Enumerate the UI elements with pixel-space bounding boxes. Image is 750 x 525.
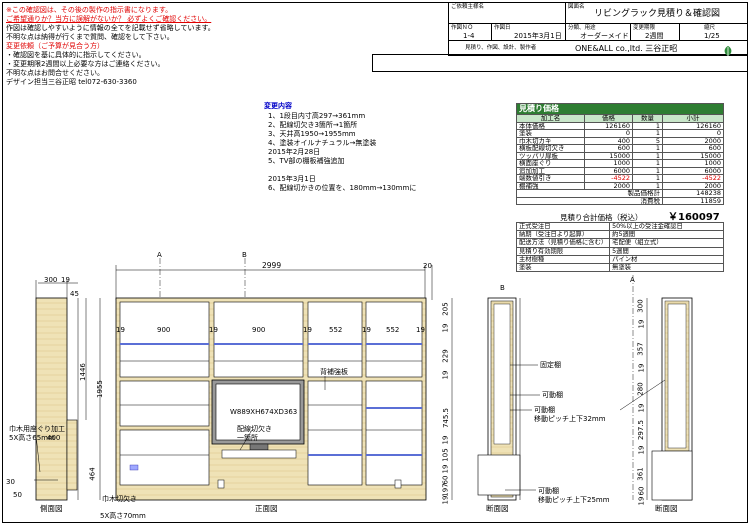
dim-w-1: 900 [157, 326, 171, 334]
axis-b-label-right: B [500, 284, 505, 292]
side-view-title: 側面図 [40, 504, 63, 513]
dim-w-6: 19 [362, 326, 371, 334]
dim-50: 50 [13, 491, 22, 499]
dim-w-5: 552 [329, 326, 343, 334]
axis-a-label-right: A [630, 276, 635, 284]
dim-1955: 1955 [95, 380, 104, 398]
dim-19-top: 19 [61, 276, 70, 284]
note-change-3: 不明な点はお問合せください。 [6, 69, 104, 77]
movable-pitch-label-1b: 移動ピッチ上下32mm [534, 415, 606, 423]
kick-cut-label-1: 巾木切欠き [102, 495, 137, 503]
total-row: 見積り合計価格（税込） ￥160097 [560, 212, 720, 223]
dim-w-7: 552 [386, 326, 400, 334]
kick-dim-400: 400 [47, 434, 61, 442]
dim-300: 300 [44, 276, 58, 284]
maker-name: ONE&ALL co.,ltd. 三谷正昭 [575, 44, 678, 53]
back-brace-label: 背補強板 [320, 368, 348, 376]
note-change-1: ・確認図を基に具体的に指示してください。 [6, 51, 146, 59]
front-view-title: 正面図 [255, 504, 278, 513]
dim-total-width: 2999 [262, 261, 282, 270]
dim-w-8: 19 [416, 326, 425, 334]
axis-a-label: A [157, 251, 162, 259]
note-change-title: 変更依頼（ご予算が見合う方） [6, 42, 104, 50]
dim-w-4: 19 [303, 326, 312, 334]
company-logo-icon [721, 42, 735, 56]
movable-shelf-label: 可動棚 [542, 391, 563, 399]
note-change-2: ・変更期限2週間以上必要な方はご連絡ください。 [6, 60, 165, 68]
dim-45: 45 [70, 290, 79, 298]
kick-cut-label-2: 5X高さ70mm [100, 512, 146, 520]
axis-b-label: B [242, 251, 247, 259]
tv-size-label: W889XH674XD363 [230, 408, 298, 416]
dim-30: 30 [6, 478, 15, 486]
note-red-1: ※この確認図は、その後の製作の指示書になります。 [6, 6, 173, 14]
changes-box: 変更内容 1、1段目内寸高297→361mm 2、配線切欠き3箇所→1箇所 3、… [264, 102, 417, 192]
dim-w-0: 19 [116, 326, 125, 334]
blank-cell [372, 54, 748, 72]
kick-label-2: 5X高さ65mm [9, 434, 55, 442]
movable-pitch-label-2a: 可動棚 [538, 487, 559, 495]
maker-cell: 見積り、作図、設計、製作者 ONE&ALL co.,ltd. 三谷正昭 [448, 40, 748, 56]
dim-1446: 1446 [78, 363, 87, 381]
note-red-2: ご希望通りか？当方に誤解がないか？ 必ずよくご確認ください。 [6, 15, 212, 23]
note-change-4: デザイン担当三谷正昭 tel072-630-3360 [6, 78, 137, 86]
note-line-2: 不明な点は納得が行くまで質問、確認をして下さい。 [6, 33, 174, 41]
dim-464: 464 [88, 467, 97, 481]
wire-cutout-count: 一箇所 [237, 434, 258, 442]
note-line-1: 作図は確認しやすいように情報の全てを記載せず省略しています。 [6, 24, 215, 32]
dim-20: 20 [423, 262, 432, 270]
fixed-shelf-label: 固定棚 [540, 361, 561, 369]
total-price: ￥160097 [668, 212, 720, 223]
changes-title: 変更内容 [264, 102, 292, 110]
wire-cutout-label: 配線切欠き [237, 425, 272, 433]
drawing-name: リビングラック見積り＆確認図 [594, 9, 721, 19]
dim-w-2: 19 [209, 326, 218, 334]
side-view-panel [35, 297, 68, 501]
section-view-title-right: 断面図 [655, 504, 678, 513]
movable-pitch-label-2b: 移動ピッチ上下25mm [538, 496, 610, 504]
estimate-title: 見積り価格 [516, 103, 724, 115]
dim-w-3: 900 [252, 326, 266, 334]
kick-label-1: 巾木用座ぐり加工 [9, 425, 65, 433]
section-view-title: 断面図 [486, 504, 509, 513]
movable-pitch-label-1a: 可動棚 [534, 406, 555, 414]
table-row: 塗装無塗装 [515, 262, 724, 273]
